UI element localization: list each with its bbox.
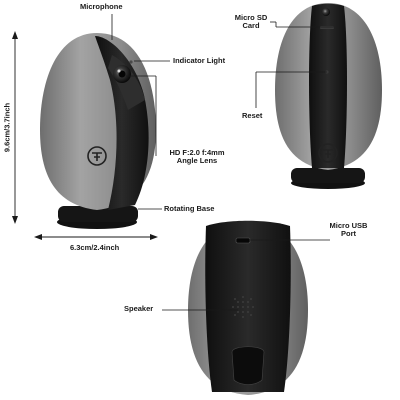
label-micro-usb: Micro USB Port — [326, 222, 371, 238]
leader-lines — [111, 14, 334, 311]
label-speaker: Speaker — [124, 304, 154, 313]
label-lens-line1: HD F:2.0 f:4mm — [169, 148, 225, 157]
label-indicator-light: Indicator Light — [173, 56, 226, 65]
camera-back-panel — [309, 3, 347, 168]
label-microsd-line1: Micro SD — [234, 13, 268, 22]
label-rotating-base: Rotating Base — [164, 204, 215, 213]
label-lens: HD F:2.0 f:4mm Angle Lens — [162, 149, 232, 165]
camera-back-view — [275, 3, 382, 189]
micro-usb-port — [235, 237, 251, 244]
camera-bottom-view — [188, 220, 308, 395]
speaker-grille — [232, 296, 254, 318]
dimension-height: 9.6cm/3.7inch — [2, 102, 12, 153]
label-microsd: Micro SD Card — [231, 14, 271, 30]
label-micro-usb-line1: Micro USB — [329, 221, 368, 230]
dimension-arrows — [12, 31, 158, 240]
label-reset: Reset — [242, 111, 263, 120]
brand-logo-icon — [318, 143, 338, 163]
indicator-light — [129, 60, 133, 64]
microsd-slot — [320, 26, 334, 29]
brand-logo-icon — [87, 146, 107, 166]
label-lens-line2: Angle Lens — [176, 155, 218, 165]
label-microphone: Microphone — [80, 2, 123, 11]
label-microsd-line2: Card — [242, 20, 260, 30]
label-micro-usb-line2: Port — [341, 228, 356, 238]
camera-front-view — [40, 33, 156, 229]
dimension-width: 6.3cm/2.4inch — [70, 243, 120, 252]
